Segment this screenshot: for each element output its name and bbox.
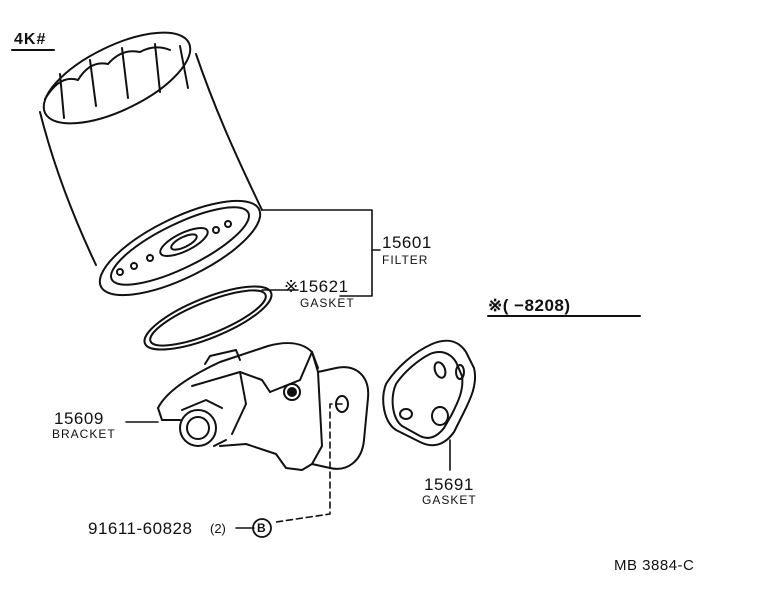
filter-part-name: FILTER bbox=[382, 253, 429, 267]
model-code-label: 4K# bbox=[14, 31, 47, 48]
gasket-plate-part-number: 15691 bbox=[424, 475, 474, 494]
diagram-id: MB 3884-C bbox=[614, 557, 695, 574]
leader-lines bbox=[125, 209, 451, 529]
bolt-ref-letter: B bbox=[257, 521, 266, 535]
oil-filter-drawing bbox=[39, 31, 263, 297]
gasket-filter-part-number: ※15621 bbox=[284, 277, 349, 296]
date-range-note: ※( −8208) bbox=[488, 296, 571, 315]
gasket-plate-part-name: GASKET bbox=[422, 493, 477, 507]
bracket-part-name: BRACKET bbox=[52, 427, 116, 441]
bolt-part-number: 91611-60828 bbox=[88, 519, 193, 538]
plate-gasket-drawing bbox=[382, 339, 476, 447]
ref-b-circle bbox=[252, 518, 272, 538]
bracket-drawing bbox=[157, 342, 370, 471]
bolt-quantity: (2) bbox=[210, 521, 226, 536]
gasket-filter-part-name: GASKET bbox=[300, 296, 355, 310]
o-ring-gasket-drawing bbox=[143, 285, 273, 351]
bracket-part-number: 15609 bbox=[54, 409, 104, 428]
filter-part-number: 15601 bbox=[382, 233, 432, 252]
